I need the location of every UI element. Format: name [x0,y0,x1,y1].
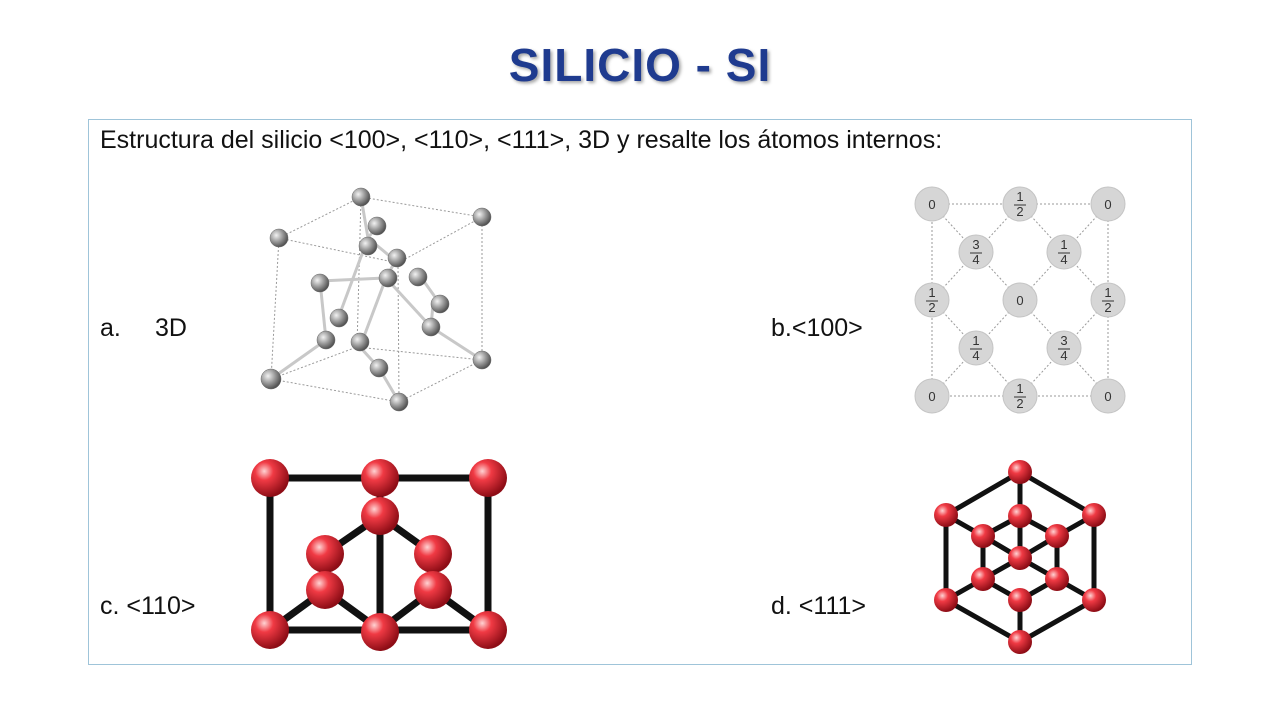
svg-text:2: 2 [1016,204,1023,219]
projection-atom: 12 [1002,378,1038,414]
projection-atom: 34 [1046,330,1082,366]
content-box [88,119,1192,665]
projection-atom: 0 [914,186,950,222]
svg-text:0: 0 [1016,293,1023,308]
label-b-100: b.<100> [771,314,863,342]
projection-atom: 0 [1090,186,1126,222]
slide-title: SILICIO - SI [508,39,772,91]
label-a-3d: 3D [155,314,187,342]
label-d-111: d. <111> [771,592,866,620]
svg-text:0: 0 [1104,389,1111,404]
svg-text:2: 2 [1104,300,1111,315]
projection-110-diagram [251,459,507,651]
svg-text:4: 4 [972,252,979,267]
projection-atom: 14 [958,330,994,366]
label-a-marker: a. [100,314,121,342]
svg-text:1: 1 [1104,285,1111,300]
intro-text: Estructura del silicio <100>, <110>, <11… [100,126,943,154]
silicon-atoms-gray [260,187,492,412]
label-c-110: c. <110> [100,592,196,620]
projection-atom: 0 [1090,378,1126,414]
svg-text:4: 4 [1060,348,1067,363]
svg-text:4: 4 [972,348,979,363]
projection-atom: 12 [1002,186,1038,222]
svg-text:1: 1 [972,333,979,348]
cell-edges [270,196,483,403]
svg-text:2: 2 [928,300,935,315]
silicon-3d-unit-cell [260,187,492,412]
projection-atom: 14 [1046,234,1082,270]
projection-atom: 0 [914,378,950,414]
svg-text:1: 1 [1060,237,1067,252]
svg-text:3: 3 [972,237,979,252]
svg-text:1: 1 [1016,381,1023,396]
projection-111-diagram [934,460,1106,654]
svg-text:1: 1 [928,285,935,300]
projection-atom: 12 [914,282,950,318]
silicon-atoms-red [251,459,507,651]
svg-text:0: 0 [928,389,935,404]
projection-atom: 0 [1002,282,1038,318]
svg-text:0: 0 [928,197,935,212]
projection-atom: 12 [1090,282,1126,318]
projection-atom: 34 [958,234,994,270]
svg-text:1: 1 [1016,189,1023,204]
silicon-atoms-red [934,460,1106,654]
svg-text:4: 4 [1060,252,1067,267]
svg-text:2: 2 [1016,396,1023,411]
svg-text:3: 3 [1060,333,1067,348]
svg-text:0: 0 [1104,197,1111,212]
